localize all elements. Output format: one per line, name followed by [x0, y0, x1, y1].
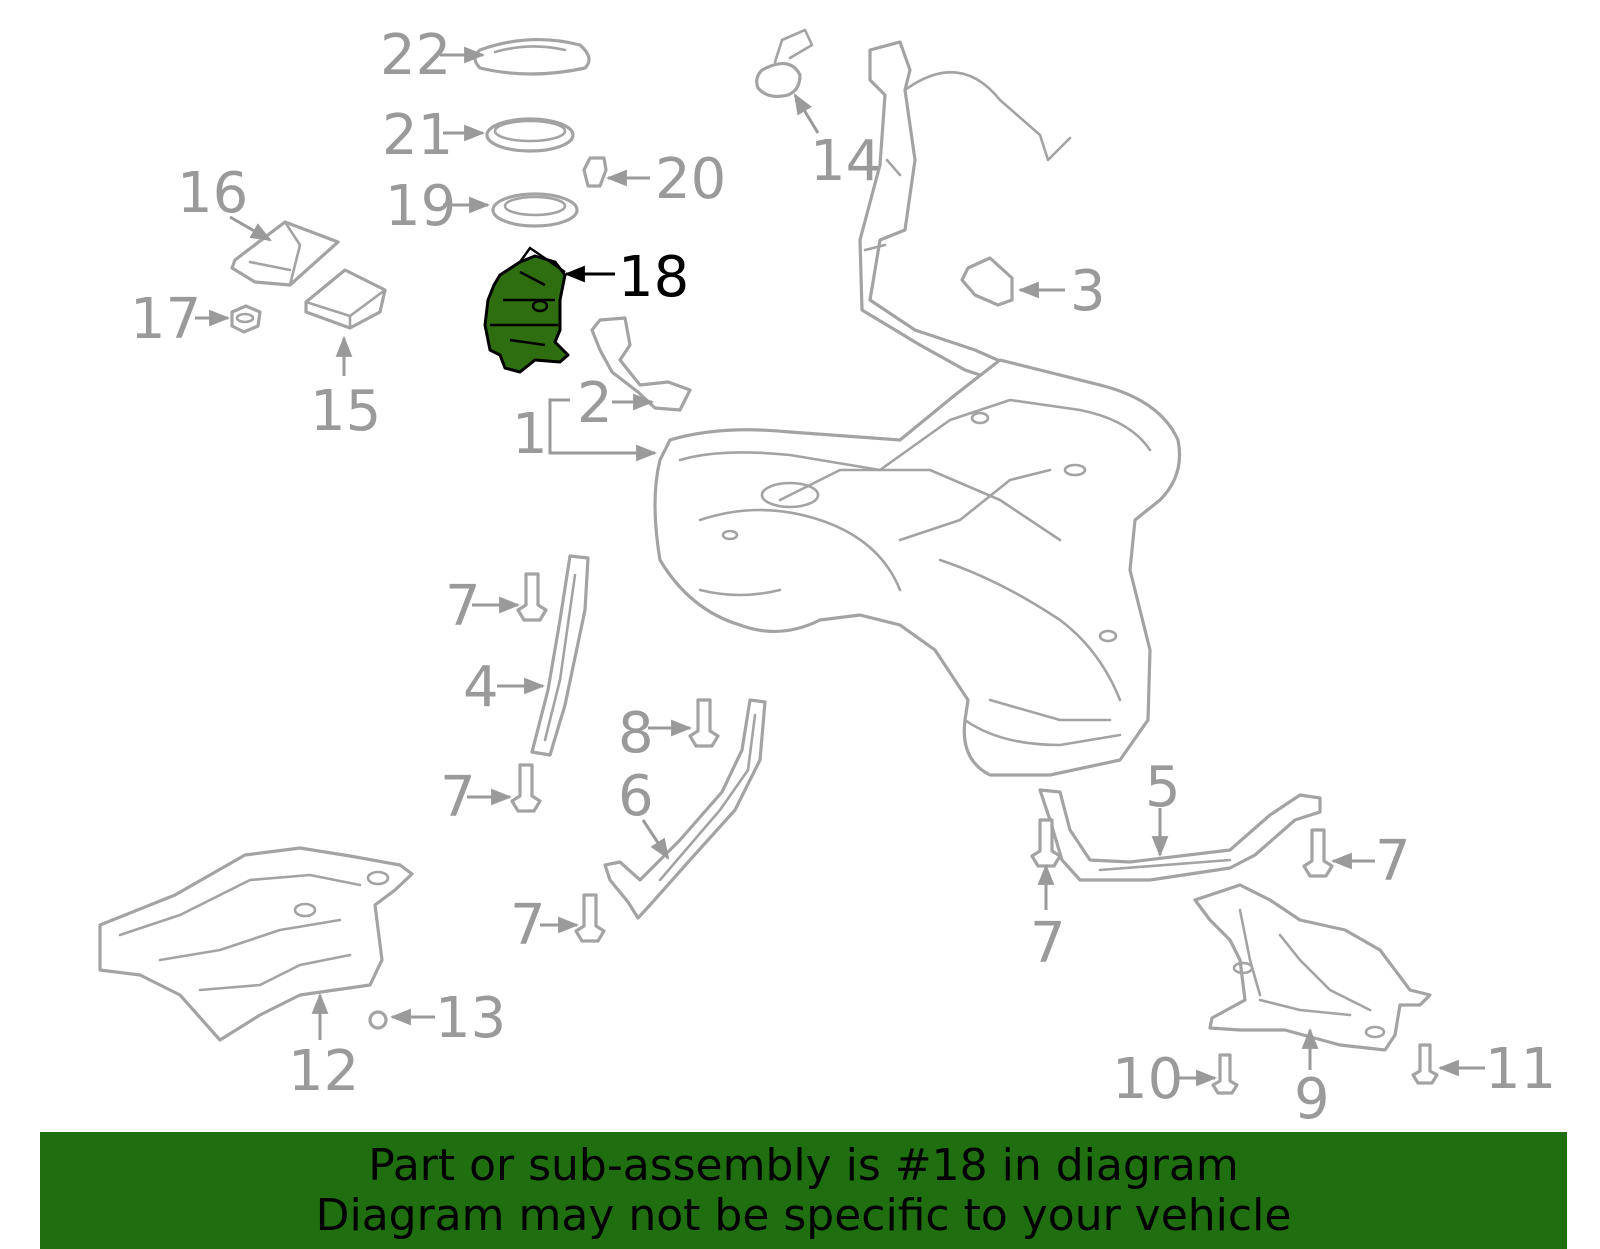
callout-6: 6	[618, 764, 654, 829]
callout-7: 7	[1030, 911, 1066, 976]
callout-3: 3	[1070, 259, 1106, 324]
part-19-seal	[491, 192, 579, 228]
part-20-valve	[582, 156, 608, 188]
part-16-control-module	[230, 220, 340, 287]
part-2-fuel-level-sender	[590, 316, 692, 412]
part-3-valve	[960, 256, 1014, 307]
callout-7: 7	[1375, 829, 1411, 894]
banner-line-1: Part or sub-assembly is #18 in diagram	[368, 1139, 1239, 1191]
callout-22: 22	[380, 23, 451, 88]
part-22-lock-ring	[473, 37, 591, 76]
part-8-bolt	[688, 698, 720, 748]
callout-8: 8	[618, 701, 654, 766]
part-7-bolt	[574, 893, 606, 943]
callout-9: 9	[1294, 1067, 1330, 1132]
part-9-heat-shield	[1193, 883, 1432, 1052]
part-21-ring	[485, 117, 575, 153]
part-7-bolt	[1302, 828, 1334, 878]
callout-14: 14	[810, 129, 881, 194]
callout-4: 4	[463, 655, 499, 720]
leader-lines	[195, 46, 1485, 1087]
callout-19: 19	[385, 174, 456, 239]
part-filler-neck	[858, 40, 1072, 387]
callout-17: 17	[130, 287, 201, 352]
banner-line-2: Diagram may not be specific to your vehi…	[315, 1189, 1292, 1241]
part-7-bolt	[516, 572, 548, 622]
part-10-bolt	[1211, 1053, 1239, 1095]
part-12-heat-shield	[98, 846, 414, 1042]
callout-15: 15	[310, 379, 381, 444]
part-7-bolt	[510, 763, 542, 813]
part-1-fuel-tank	[653, 358, 1182, 777]
callout-11: 11	[1485, 1037, 1556, 1102]
callout-7: 7	[510, 893, 546, 958]
part-6-strap	[603, 698, 767, 920]
part-4-strap	[530, 554, 590, 757]
callout-16: 16	[177, 161, 248, 226]
callout-5: 5	[1145, 755, 1181, 820]
callout-1: 1	[512, 402, 548, 467]
callout-21: 21	[382, 103, 453, 168]
part-15-control-module	[304, 268, 387, 330]
part-13-clip	[368, 1010, 388, 1030]
notice-banner: Part or sub-assembly is #18 in diagram D…	[40, 1132, 1567, 1249]
part-5-bracket	[1038, 788, 1322, 882]
part-11-bolt	[1411, 1043, 1439, 1085]
callout-12: 12	[288, 1039, 359, 1104]
callout-10: 10	[1112, 1047, 1183, 1112]
part-18-fuel-pump-module	[483, 246, 570, 374]
callout-20: 20	[655, 147, 726, 212]
callout-13: 13	[435, 986, 506, 1051]
callout-18: 18	[618, 245, 689, 310]
callout-7: 7	[440, 765, 476, 830]
callout-7: 7	[445, 574, 481, 639]
part-14-cap	[755, 28, 814, 99]
callout-labels: 22 21 19 20 16 17 15 14 3 18 2 1 7 4 8 7…	[130, 23, 1556, 1132]
part-17-nut	[230, 304, 262, 334]
callout-2: 2	[577, 371, 613, 436]
